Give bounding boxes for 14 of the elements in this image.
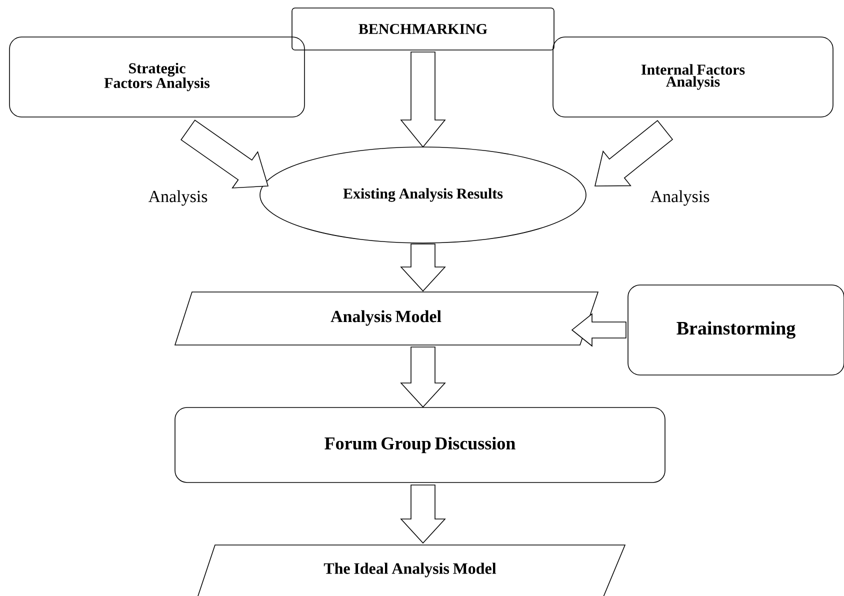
process-box: BENCHMARKING <box>292 8 554 50</box>
process-box: Brainstorming <box>628 284 844 376</box>
edge-label: Analysis <box>649 189 711 207</box>
block-arrow <box>400 484 446 544</box>
edge-label: Analysis <box>147 189 209 207</box>
block-arrow <box>180 120 269 188</box>
process-box: Strategic Factors Analysis <box>9 36 305 118</box>
block-arrow <box>400 346 446 408</box>
block-arrow <box>400 52 446 148</box>
block-arrow <box>571 313 626 347</box>
block-arrow <box>594 120 674 186</box>
block-arrow <box>400 244 446 292</box>
process-box: Internal Factors Analysis <box>552 36 834 118</box>
process-box: Forum Group Discussion <box>174 407 666 483</box>
